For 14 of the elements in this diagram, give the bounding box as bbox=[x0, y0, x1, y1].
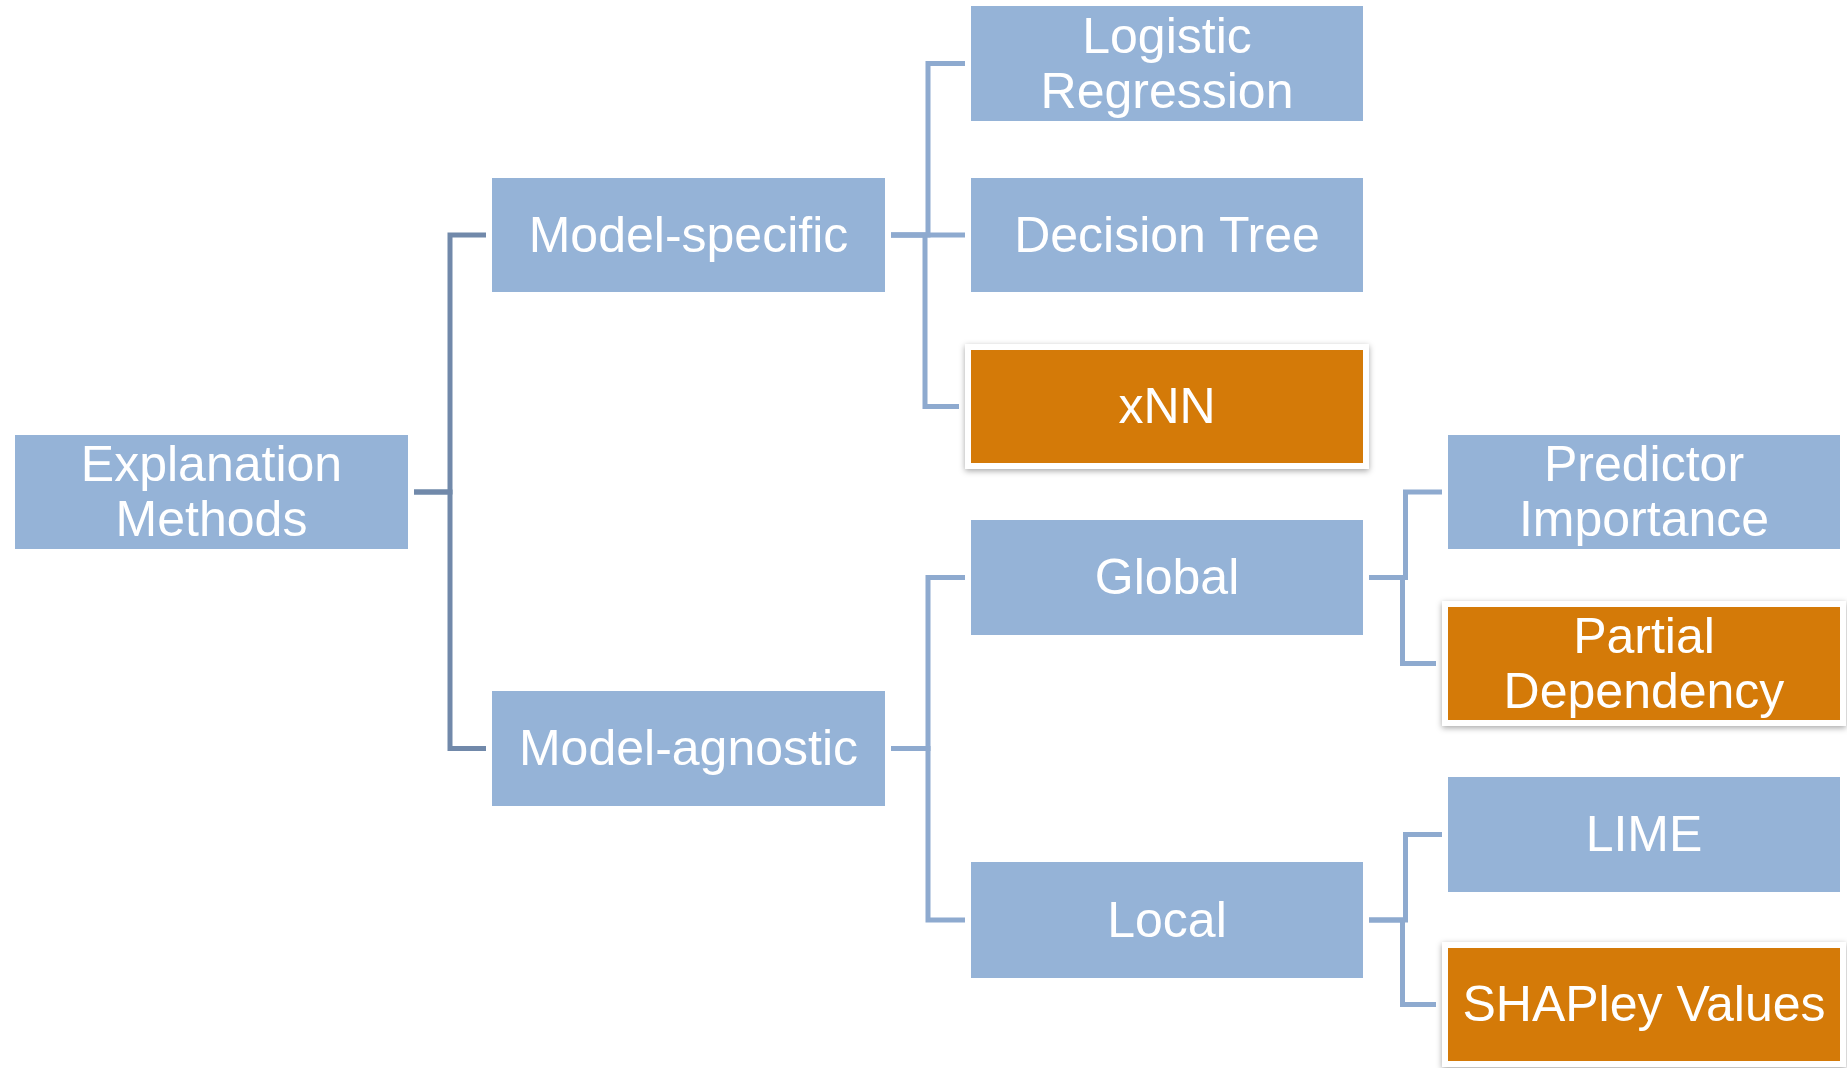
method-box: Model-specific bbox=[492, 178, 885, 292]
method-box: Predictor Importance bbox=[1448, 435, 1840, 549]
method-box: Model-agnostic bbox=[492, 691, 885, 806]
connector-line bbox=[1369, 575, 1436, 666]
method-box: Decision Tree bbox=[971, 178, 1363, 292]
connector-line bbox=[891, 232, 959, 409]
connector-line bbox=[891, 746, 965, 923]
connector-line bbox=[1369, 917, 1436, 1007]
method-box: Explanation Methods bbox=[15, 435, 408, 549]
method-box: Global bbox=[971, 520, 1363, 635]
method-box: Logistic Regression bbox=[971, 6, 1363, 121]
method-box: LIME bbox=[1448, 777, 1840, 892]
method-box: Local bbox=[971, 862, 1363, 978]
connector-line bbox=[414, 489, 486, 751]
